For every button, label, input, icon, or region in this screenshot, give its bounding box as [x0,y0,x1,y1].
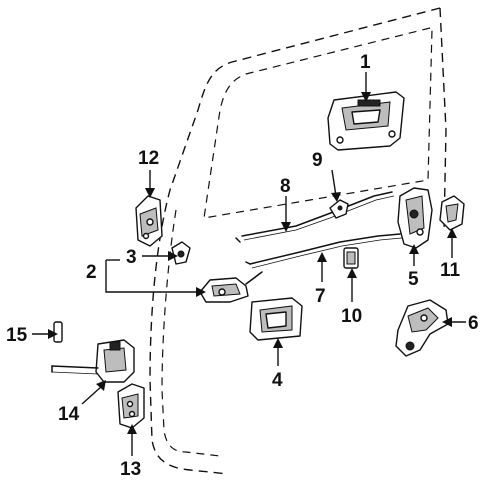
callout-12: 12 [138,148,159,169]
callout-13: 13 [120,459,141,480]
door-striker [439,195,465,231]
callout-9: 9 [312,150,323,171]
callout-6: 6 [468,313,479,334]
rod-clip [171,241,191,265]
door-check [51,339,135,383]
door-pin [53,321,63,343]
callout-1: 1 [360,52,371,73]
inside-door-handle [249,297,303,341]
lock-rods [235,191,403,269]
lock-knob [343,247,359,269]
callout-2: 2 [86,262,97,283]
rod-retainer-clip [329,199,349,219]
callout-10: 10 [341,306,362,327]
callout-15: 15 [6,325,28,346]
inside-handle-rod [199,271,263,303]
callout-11: 11 [440,260,461,281]
lower-hinge [117,383,145,429]
callout-labels: 1 12 8 9 3 2 7 10 5 11 6 4 15 14 13 [6,52,479,480]
outside-door-handle [327,91,405,151]
door-outline [149,7,447,475]
callout-4: 4 [272,370,283,391]
leader-lines [32,72,466,456]
callout-7: 7 [315,286,326,307]
latch-bracket [135,195,163,247]
door-lock-assembly [397,187,433,249]
callout-8: 8 [280,176,291,197]
callout-5: 5 [408,269,419,290]
callout-14: 14 [58,404,80,425]
lower-latch [395,299,449,357]
callout-3: 3 [126,247,137,268]
